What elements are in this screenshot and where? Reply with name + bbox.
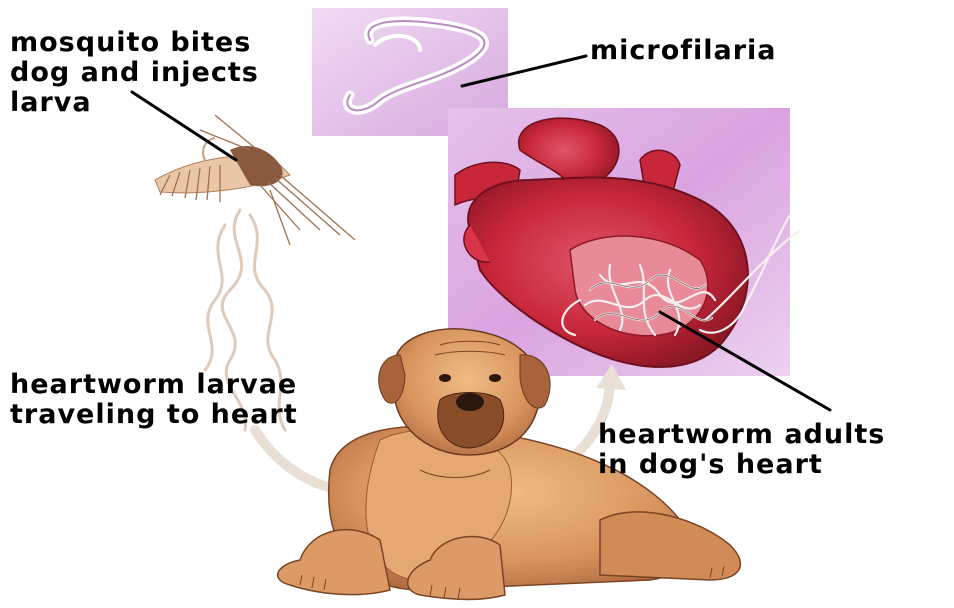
label-microfilaria: microfilaria — [590, 36, 777, 66]
label-adults-line-1: heartworm adults — [598, 420, 885, 450]
label-larvae-line-2: traveling to heart — [10, 400, 298, 430]
label-mosquito-line-3: larva — [10, 88, 259, 118]
label-mosquito-bites: mosquito bites dog and injects larva — [10, 28, 259, 118]
label-mosquito-line-2: dog and injects — [10, 58, 259, 88]
label-larvae-line-1: heartworm larvae — [10, 370, 298, 400]
label-heartworm-larvae: heartworm larvae traveling to heart — [10, 370, 298, 430]
label-adults-line-2: in dog's heart — [598, 450, 885, 480]
label-microfilaria-text: microfilaria — [590, 36, 777, 66]
label-heartworm-adults: heartworm adults in dog's heart — [598, 420, 885, 480]
heart-panel — [448, 108, 800, 376]
label-mosquito-line-1: mosquito bites — [10, 28, 259, 58]
